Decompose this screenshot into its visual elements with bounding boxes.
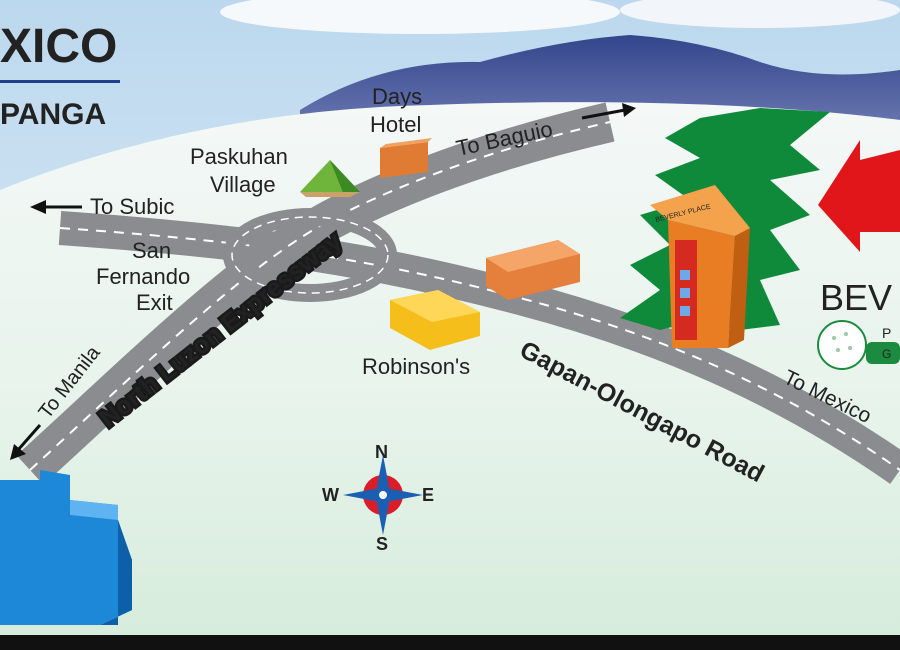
roundabout-centerline bbox=[231, 216, 389, 294]
blue-building bbox=[0, 470, 132, 625]
orange-building bbox=[486, 240, 580, 300]
to-subic-arrowhead bbox=[30, 200, 46, 214]
brand-tag-g: G bbox=[882, 347, 891, 361]
days-hotel-label-line1: Days bbox=[372, 84, 422, 109]
to-baguio-arrow-icon bbox=[581, 108, 626, 120]
compass-e: E bbox=[422, 485, 434, 505]
exit-label-line3: Exit bbox=[136, 290, 173, 315]
to-manila-arrowhead bbox=[10, 444, 26, 460]
to-manila-arrow-icon bbox=[16, 424, 42, 451]
compass-s: S bbox=[376, 534, 388, 554]
bottom-bar bbox=[0, 635, 900, 650]
paskuhan-label-line1: Paskuhan bbox=[190, 144, 288, 169]
title-fragment: XICO bbox=[0, 20, 117, 73]
paskuhan-label-line2: Village bbox=[210, 172, 276, 197]
exit-label-line2: Fernando bbox=[96, 264, 190, 289]
compass-w: W bbox=[322, 485, 339, 505]
red-arrow-icon bbox=[818, 140, 900, 252]
beverly-place-tower: BEVERLY PLACE bbox=[650, 185, 750, 348]
cloud bbox=[220, 0, 620, 34]
exit-label-line1: San bbox=[132, 238, 171, 263]
compass-icon bbox=[343, 455, 423, 535]
days-hotel-block bbox=[380, 138, 432, 178]
golf-ball-icon bbox=[817, 320, 867, 370]
paskuhan-village-tent-icon bbox=[300, 160, 360, 197]
brand-fragment: BEV bbox=[820, 277, 892, 318]
compass-n: N bbox=[375, 442, 388, 462]
gapan-road-centerline bbox=[59, 227, 900, 471]
robinsons-label: Robinson's bbox=[362, 354, 470, 379]
to-subic-label: To Subic bbox=[90, 194, 174, 219]
golf-banner bbox=[866, 342, 900, 364]
to-baguio-arrowhead bbox=[622, 103, 636, 117]
subtitle-fragment: PANGA bbox=[0, 98, 106, 131]
brand-tag-p: P bbox=[882, 325, 891, 341]
days-hotel-label-line2: Hotel bbox=[370, 112, 421, 137]
cloud bbox=[620, 0, 900, 28]
title-underline bbox=[0, 80, 120, 83]
robinsons-block bbox=[390, 290, 480, 350]
